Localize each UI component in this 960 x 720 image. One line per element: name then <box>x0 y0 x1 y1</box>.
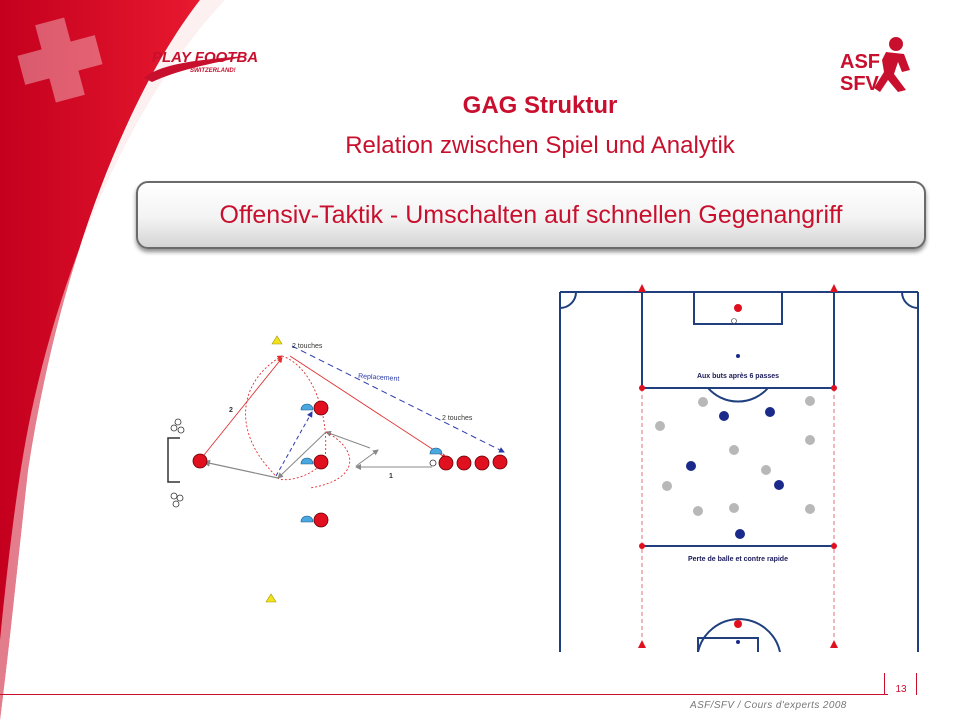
svg-text:ASF: ASF <box>840 51 880 73</box>
football-field: Aux buts après 6 passes Perte de balle e… <box>559 284 919 652</box>
players-grey <box>655 396 815 516</box>
page-title: GAG Struktur <box>462 92 618 119</box>
page-number: 13 <box>895 684 907 695</box>
label-pass-2: 2 <box>229 407 233 414</box>
player-red <box>474 455 490 471</box>
cone-yellow-bottom <box>265 593 277 603</box>
player-red <box>492 454 508 470</box>
ball-group-top <box>170 418 185 434</box>
cone-yellow-top <box>271 335 283 345</box>
svg-text:SWITZERLAND!: SWITZERLAND! <box>190 68 236 74</box>
player-red <box>734 620 742 628</box>
ball <box>429 459 437 467</box>
drill-diagram: 2 touches Replacement 2 touches 2 1 <box>167 335 508 603</box>
player-red <box>313 454 329 470</box>
field-label-goals: Aux buts après 6 passes <box>697 373 779 380</box>
player-red <box>734 304 742 312</box>
player-red <box>192 453 208 469</box>
field-cones <box>638 284 838 648</box>
label-touches-top: 2 touches <box>292 343 323 350</box>
ball <box>731 318 737 324</box>
footer-text: ASF/SFV / Cours d'experts 2008 <box>690 700 847 711</box>
players-blue <box>686 407 784 539</box>
player-red <box>313 400 329 416</box>
label-pass-1: 1 <box>389 473 393 480</box>
player-blue <box>736 640 740 644</box>
ball-group-bottom <box>170 492 184 508</box>
player-blue <box>736 354 740 358</box>
markers-blue <box>300 403 443 523</box>
swiss-cross-icon <box>17 17 103 103</box>
page-subtitle: Relation zwischen Spiel und Analytik <box>345 132 735 159</box>
player-red <box>438 455 454 471</box>
players-red <box>192 400 508 528</box>
banner-text: Offensiv-Taktik - Umschalten auf schnell… <box>219 200 843 229</box>
label-replacement: Replacement <box>358 373 400 383</box>
player-red <box>456 455 472 471</box>
asf-sfv-logo: ASF SFV <box>840 37 910 95</box>
topic-banner: Offensiv-Taktik - Umschalten auf schnell… <box>136 181 926 249</box>
play-football-logo: PLAY FOOTBALL SWITZERLAND! <box>144 49 258 82</box>
player-red <box>313 512 329 528</box>
footer-divider-right <box>916 673 917 695</box>
label-touches-right: 2 touches <box>442 415 473 422</box>
svg-text:PLAY FOOTBALL: PLAY FOOTBALL <box>152 49 258 66</box>
footer-divider-left <box>884 673 885 695</box>
swiss-flag-swoosh <box>0 0 225 720</box>
field-label-loss: Perte de balle et contre rapide <box>688 556 788 563</box>
footer-divider <box>0 694 888 695</box>
mini-goal <box>167 437 180 483</box>
svg-text:SFV: SFV <box>840 73 880 95</box>
